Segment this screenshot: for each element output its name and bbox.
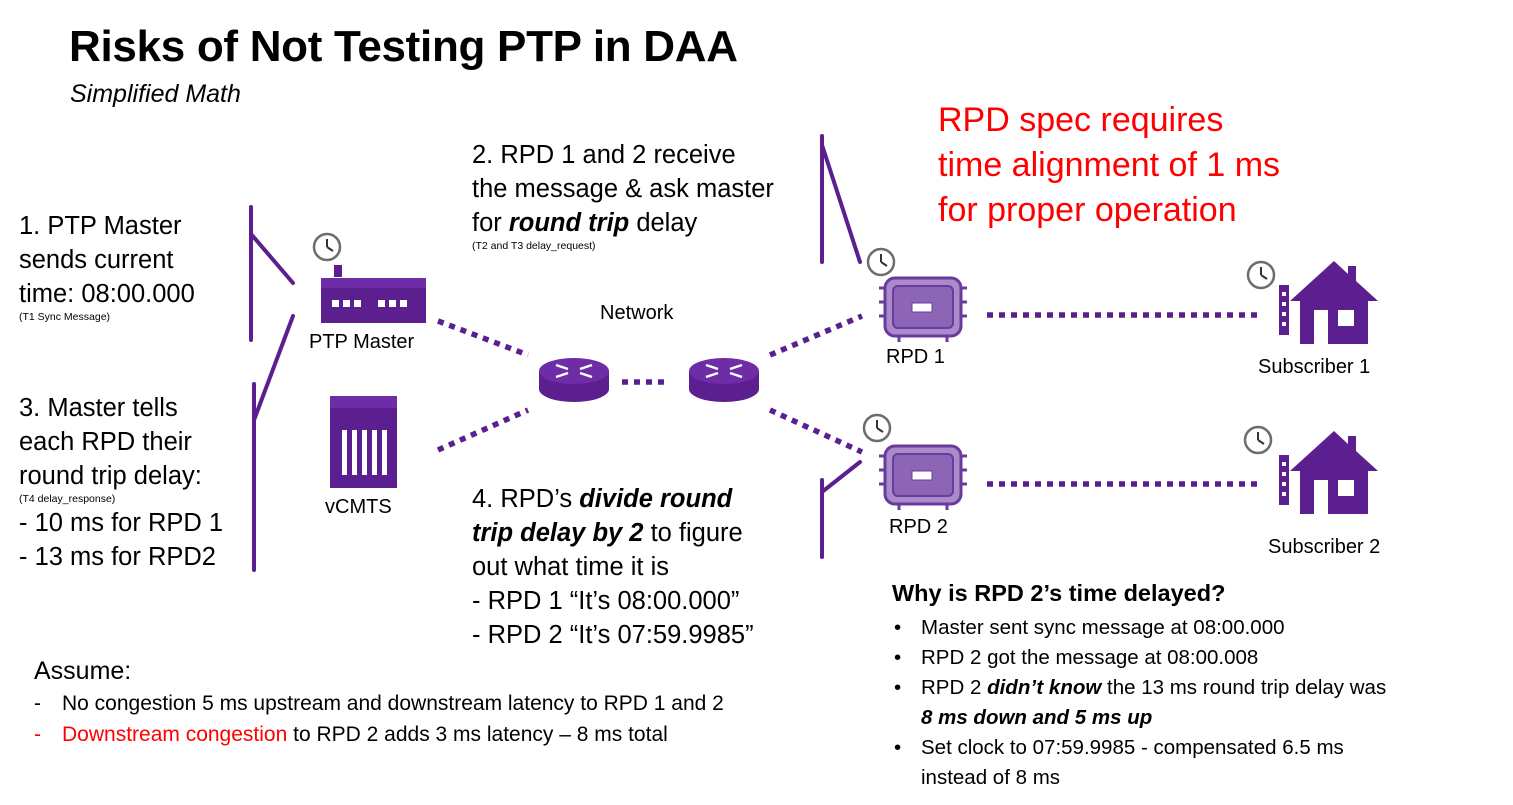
rpd-2-label: RPD 2 [889, 516, 948, 538]
step-3-text: 3. Master tells each RPD their round tri… [19, 394, 224, 571]
page-subtitle: Simplified Math [70, 80, 241, 108]
why-list: •Master sent sync message at 08:00.000 •… [892, 613, 1507, 793]
network-links [436, 312, 1262, 487]
router-icon [687, 356, 761, 404]
house-icon [1290, 261, 1378, 344]
vcmts-label: vCMTS [325, 496, 392, 518]
vcmts-icon [330, 396, 397, 488]
rpd-device-icon [877, 444, 969, 512]
ptp-master-label: PTP Master [309, 331, 415, 353]
why-delayed-block: Why is RPD 2’s time delayed? •Master sen… [892, 577, 1507, 793]
list-item: •Set clock to 07:59.9985 - compensated 6… [894, 736, 1344, 789]
clock-icon [1243, 425, 1273, 455]
step-1-text: 1. PTP Master sends current time: 08:00.… [19, 212, 195, 323]
rpd-device-icon [877, 276, 969, 344]
modem-icon [1279, 455, 1289, 505]
network-label: Network [600, 302, 674, 324]
assumption-item: -Downstream congestion to RPD 2 adds 3 m… [34, 723, 668, 746]
list-item: •RPD 2 got the message at 08:00.008 [894, 646, 1259, 669]
subscriber-2-label: Subscriber 2 [1268, 536, 1381, 558]
house-icon [1290, 431, 1378, 514]
list-item: •RPD 2 didn’t know the 13 ms round trip … [894, 676, 1387, 729]
clock-icon [1246, 260, 1276, 290]
page-title: Risks of Not Testing PTP in DAA [69, 22, 738, 71]
step-2-text: 2. RPD 1 and 2 receive the message & ask… [472, 141, 774, 252]
clock-icon [866, 247, 896, 277]
rpd-1-label: RPD 1 [886, 346, 945, 368]
callout-lines [249, 134, 862, 572]
ptp-master-icon [321, 265, 426, 323]
router-icon [537, 356, 611, 404]
subscriber-1-label: Subscriber 1 [1258, 356, 1371, 378]
clock-icon [862, 413, 892, 443]
list-item: •Master sent sync message at 08:00.000 [894, 616, 1285, 639]
step-4-text: 4. RPD’s divide round trip delay by 2 to… [472, 485, 754, 649]
assumptions-block: Assume: -No congestion 5 ms upstream and… [34, 654, 724, 750]
spec-requirement-note: RPD spec requires time alignment of 1 ms… [938, 101, 1281, 229]
clock-icon [312, 232, 342, 262]
modem-icon [1279, 285, 1289, 335]
assumption-item: -No congestion 5 ms upstream and downstr… [34, 692, 724, 715]
